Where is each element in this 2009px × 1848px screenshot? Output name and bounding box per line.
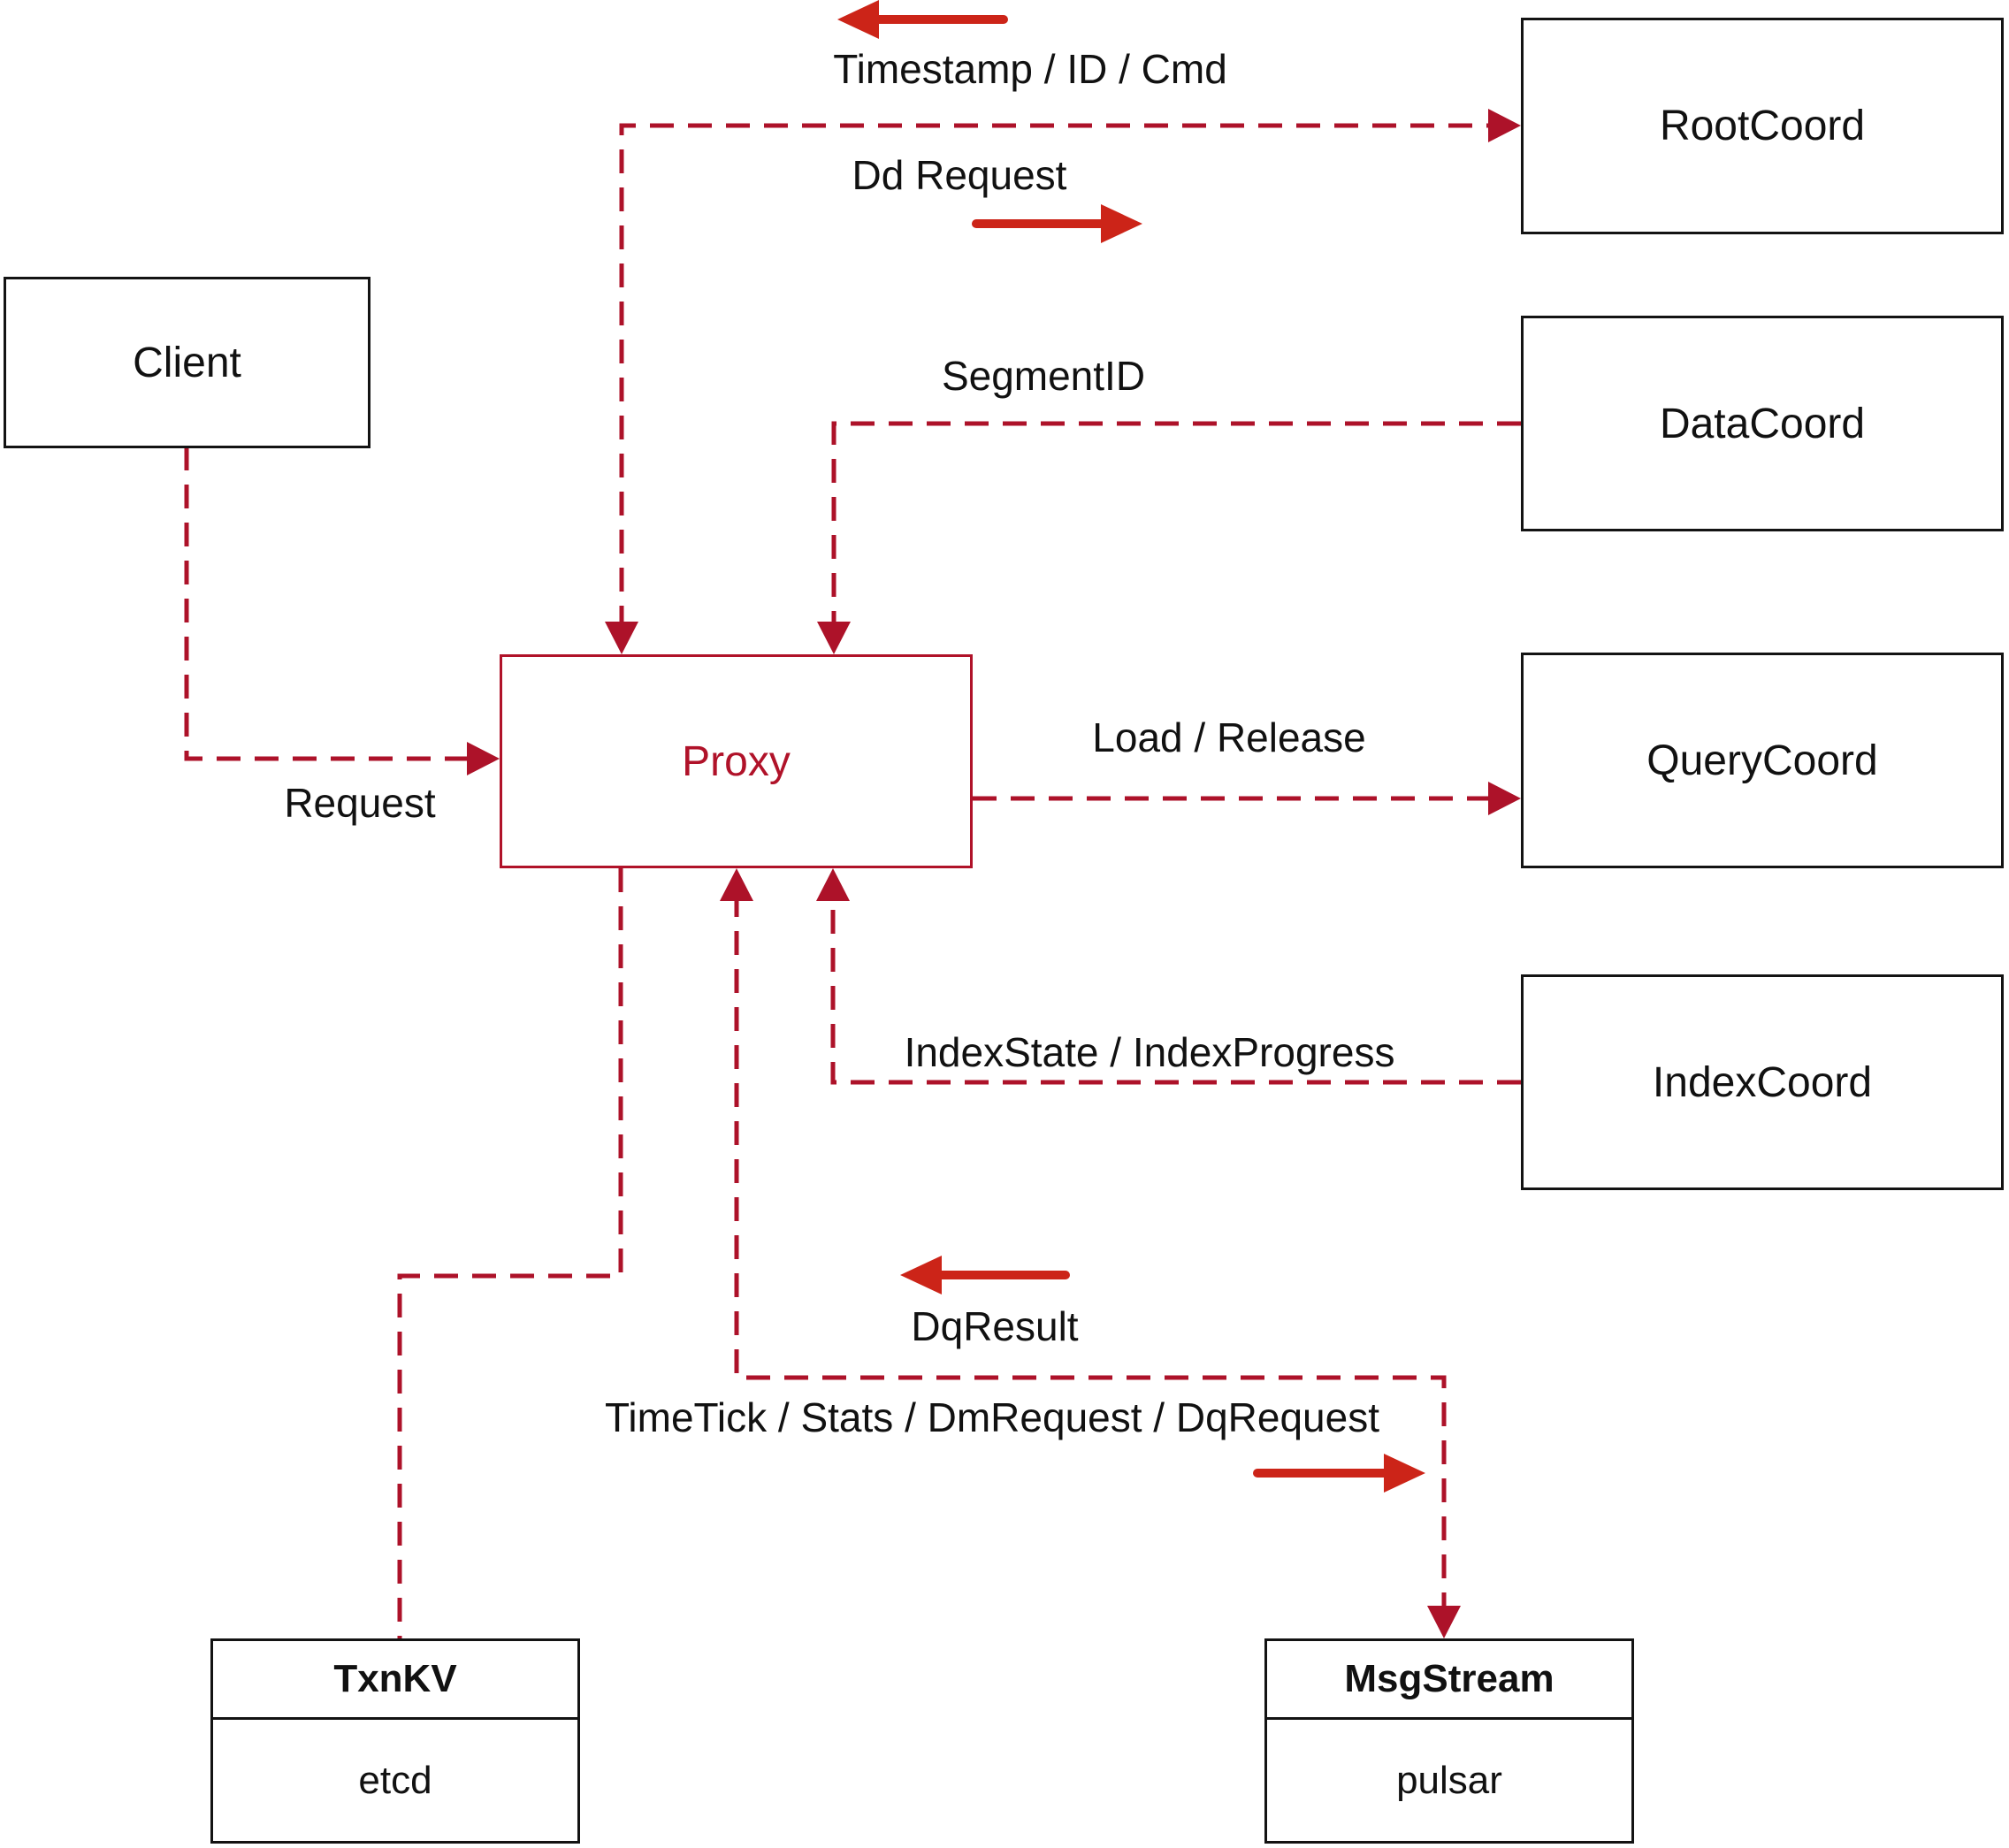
arrowhead-into-proxy-top-left [605,622,638,654]
edge-label-request: Request [284,780,436,826]
node-querycoord: QueryCoord [1521,653,2004,868]
node-indexcoord-label: IndexCoord [1652,1058,1873,1106]
node-rootcoord-label: RootCoord [1659,103,1866,149]
node-indexcoord: IndexCoord [1521,974,2004,1190]
edge-datacoord-to-proxy [831,421,1521,630]
edge-proxy-msgstream [734,893,1447,1623]
node-txnkv: TxnKV etcd [210,1638,580,1844]
node-msgstream-title: MsgStream [1267,1641,1631,1720]
edge-label-dd-request: Dd Request [852,152,1067,198]
edge-label-dqresult: DqResult [911,1303,1079,1349]
node-proxy: Proxy [500,654,973,868]
direction-arrow-left-head-dqresult [900,1256,942,1294]
direction-arrow-right-head-timetick [1384,1454,1425,1493]
node-txnkv-title: TxnKV [213,1641,577,1720]
edge-label-load-release: Load / Release [1092,714,1366,760]
node-querycoord-label: QueryCoord [1646,737,1878,784]
edge-proxy-txnkv [397,868,623,1638]
arrowhead-into-proxy-bottom-right [816,868,850,901]
arrowhead-into-proxy-top-right [817,622,851,654]
node-msgstream-impl: pulsar [1396,1758,1502,1802]
arrowhead-into-proxy-bottom-middle [720,868,753,901]
edge-label-indexstate-indexprogress: IndexState / IndexProgress [904,1029,1395,1075]
edge-label-segment-id: SegmentID [941,353,1146,399]
arrowhead-into-querycoord [1488,782,1521,815]
node-rootcoord: RootCoord [1521,18,2004,234]
node-txnkv-impl: etcd [358,1758,432,1802]
edge-proxy-rootcoord [619,123,1503,630]
direction-arrow-left-head-timestamp [837,0,879,39]
node-client: Client [4,277,370,448]
node-proxy-label: Proxy [682,737,791,785]
edge-label-timestamp-id-cmd: Timestamp / ID / Cmd [833,46,1227,92]
node-msgstream: MsgStream pulsar [1264,1638,1634,1844]
node-datacoord-label: DataCoord [1659,400,1866,447]
edge-client-to-proxy [184,447,482,761]
arrowhead-into-proxy-left [467,742,500,775]
edge-indexcoord-to-proxy [830,893,1521,1085]
arrowhead-into-rootcoord [1488,109,1521,142]
edge-label-timetick-stats-dmrequest-dqrequest: TimeTick / Stats / DmRequest / DqRequest [605,1394,1379,1440]
node-datacoord: DataCoord [1521,316,2004,531]
arrowhead-into-msgstream [1427,1606,1461,1638]
node-client-label: Client [133,339,241,386]
direction-arrow-right-head-ddrequest [1101,204,1142,243]
